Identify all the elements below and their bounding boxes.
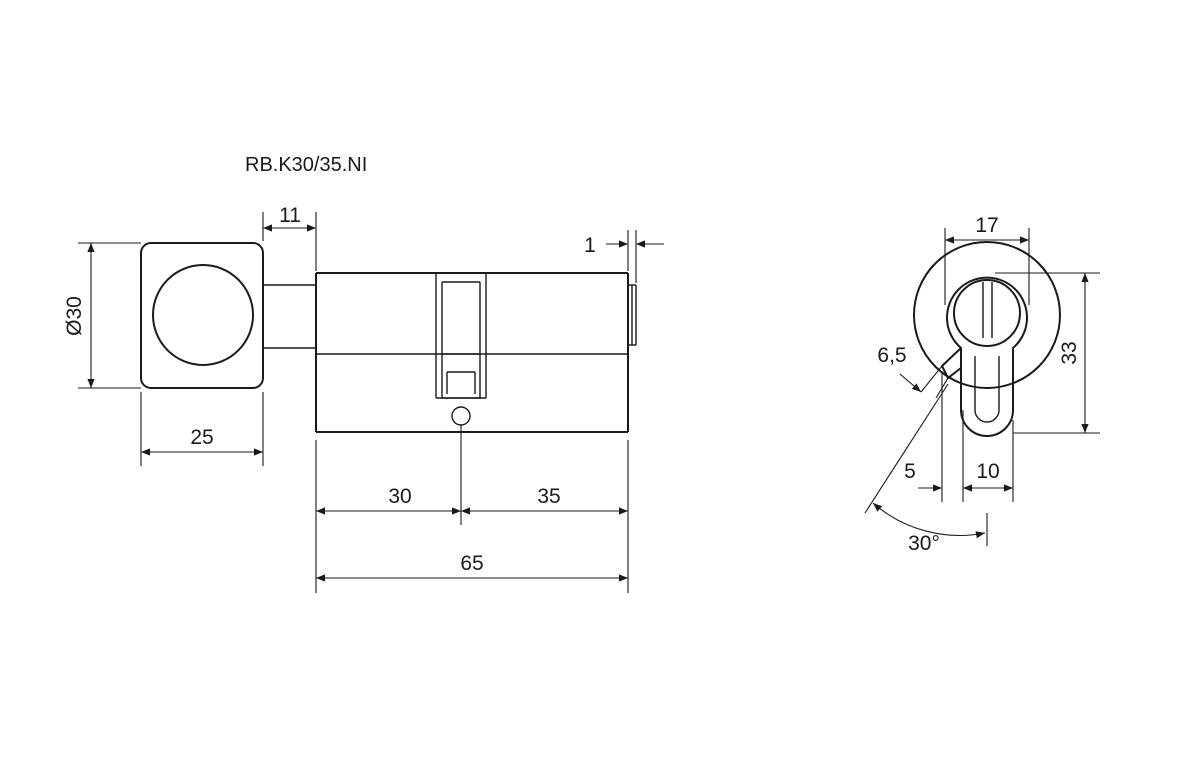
side-view: Ø30 25 11 1 30 [63, 204, 664, 593]
dim-label-right-section: 35 [537, 485, 560, 508]
dim-left-section: 30 [316, 485, 461, 515]
cam [940, 347, 962, 380]
dim-right-section: 35 [461, 485, 628, 515]
knob-stem [263, 284, 316, 349]
dim-profile-width: 17 [944, 214, 1030, 305]
dim-label-cam-offset: 5 [904, 460, 916, 483]
dim-profile-height: 33 [995, 272, 1100, 434]
dim-cam-thickness: 6,5 [877, 344, 949, 399]
dim-label-cam-angle: 30° [908, 532, 940, 555]
dim-bottom-width: 10 [963, 460, 1013, 492]
dim-label-profile-height: 33 [1058, 341, 1081, 364]
screw-hole [451, 406, 471, 426]
dim-label-bottom-width: 10 [976, 460, 999, 483]
rosette-circle [913, 241, 1061, 389]
dim-label-knob-width: 25 [190, 426, 213, 449]
dim-label-left-section: 30 [388, 485, 411, 508]
dim-label-knob-diameter: Ø30 [63, 296, 86, 336]
knob-face [152, 264, 254, 366]
dim-label-total-length: 65 [460, 552, 483, 575]
cam-slot [435, 273, 487, 399]
cylinder-body [315, 272, 629, 433]
dim-cam-offset: 5 [904, 460, 942, 492]
knob-body [140, 242, 264, 389]
drawing-title: RB.K30/35.NI [245, 154, 367, 176]
dim-knob-stem: 11 [262, 204, 317, 271]
dim-label-cam-thickness: 6,5 [877, 344, 906, 367]
dim-label-profile-width: 17 [975, 214, 998, 237]
dim-total-length: 65 [316, 552, 628, 582]
profile-tail [974, 356, 1000, 423]
dim-end-offset: 1 [584, 230, 664, 283]
end-stub [628, 284, 637, 346]
dim-label-knob-stem: 11 [279, 204, 301, 227]
dim-cam-angle: 30° [864, 383, 988, 555]
dim-knob-diameter: Ø30 [63, 242, 141, 389]
key-slot [982, 282, 993, 338]
dim-label-end-offset: 1 [584, 234, 596, 257]
dim-knob-width: 25 [140, 392, 264, 466]
end-view: 17 33 6,5 5 10 [864, 214, 1100, 555]
profile-outline [946, 276, 1028, 437]
plug-circle [953, 279, 1021, 347]
